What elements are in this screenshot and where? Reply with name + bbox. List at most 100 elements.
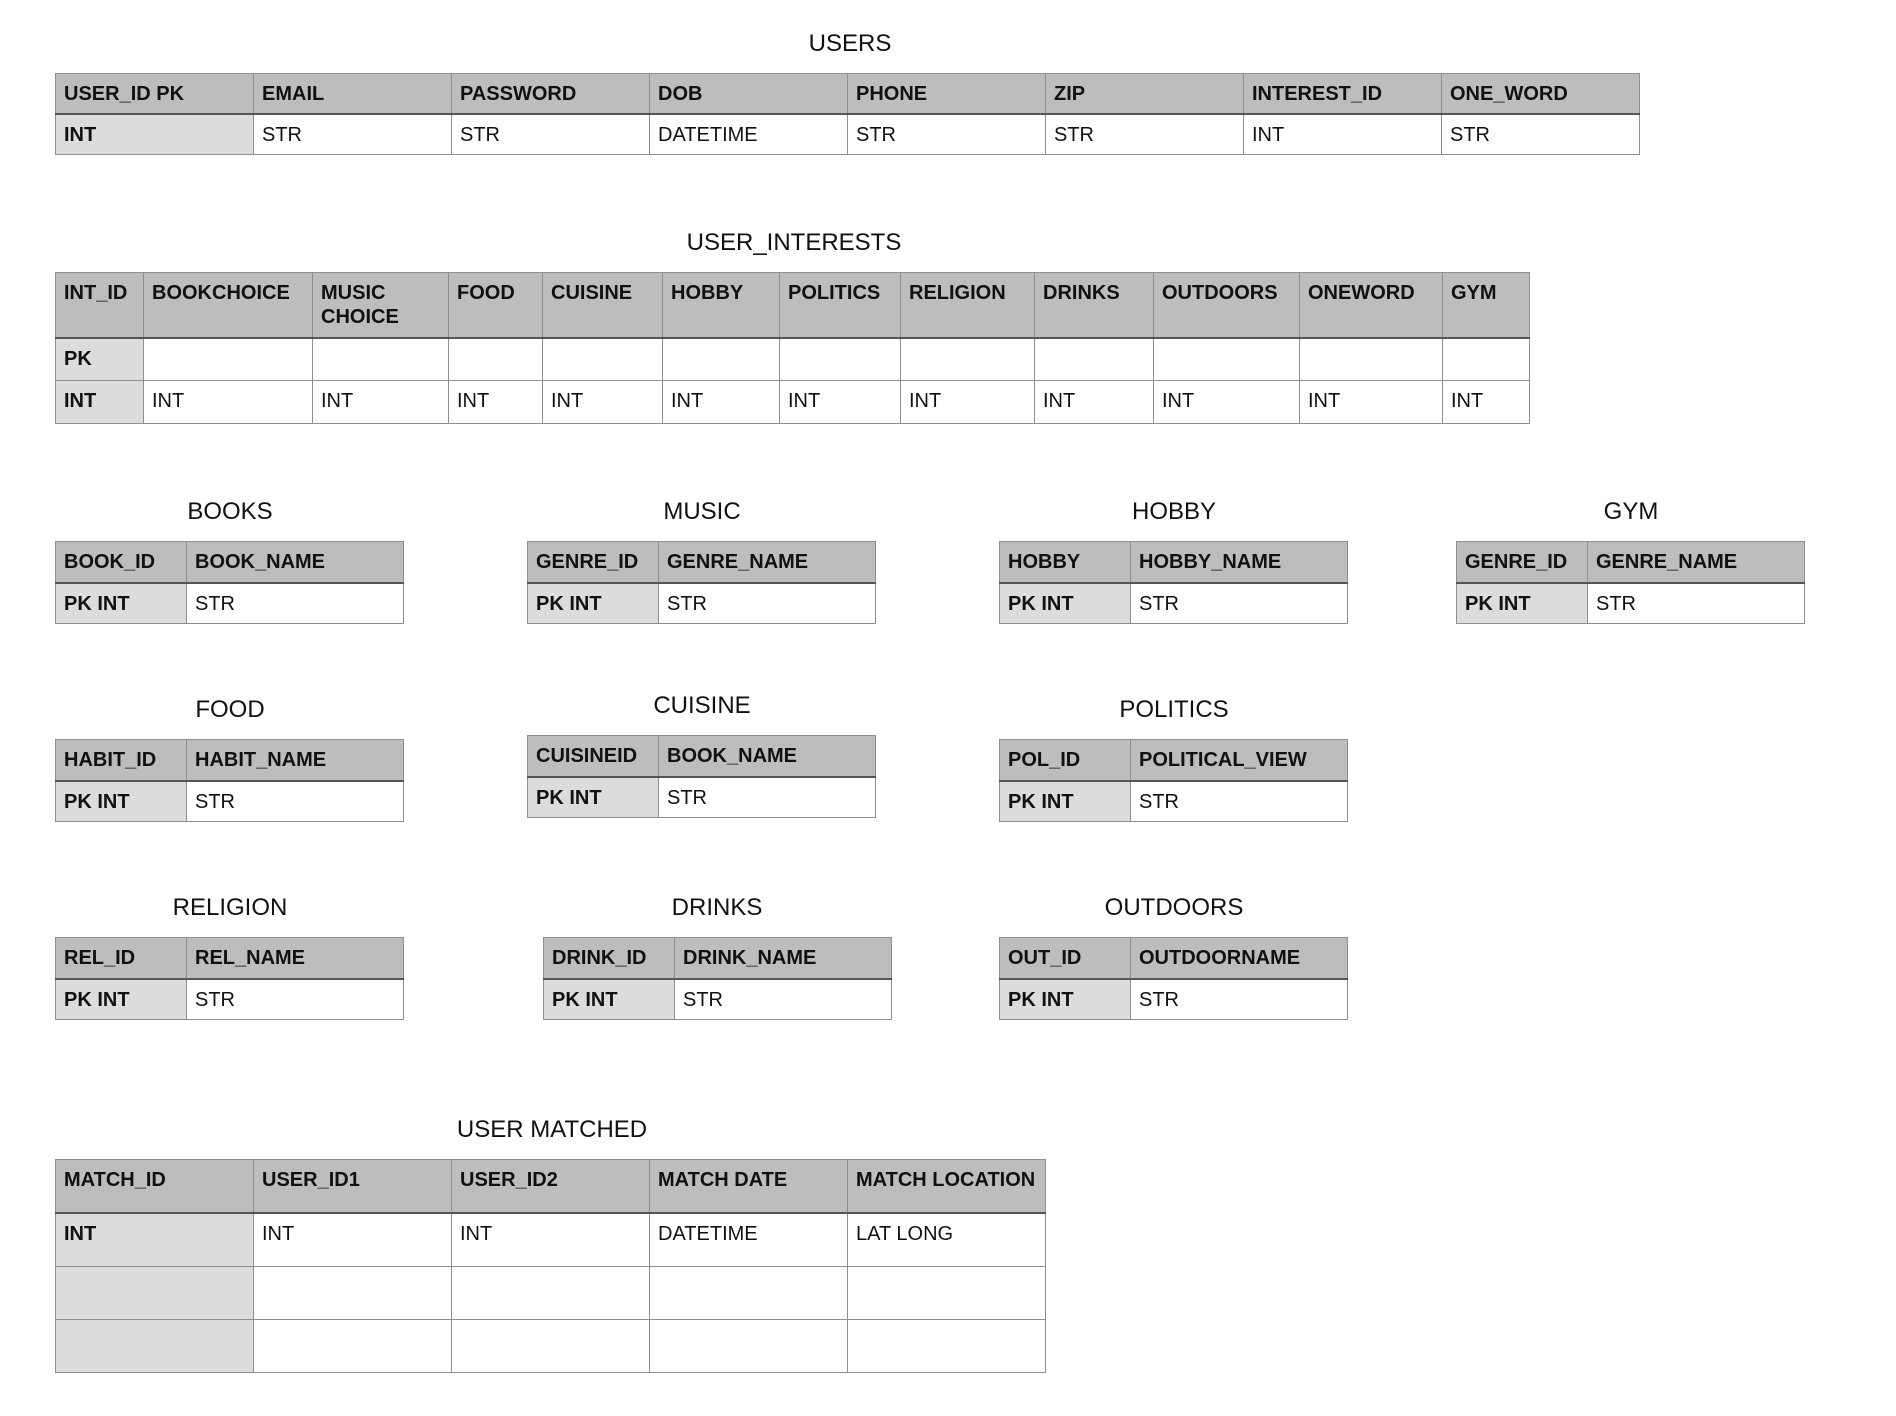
type-cell: STR — [1130, 978, 1348, 1020]
type-cell: INT — [1034, 380, 1154, 424]
column-header: EMAIL — [253, 73, 452, 115]
type-cell: DATETIME — [649, 113, 848, 155]
column-header: GENRE_ID — [1456, 541, 1588, 584]
column-header: DRINKS — [1034, 272, 1154, 339]
type-cell — [649, 1319, 848, 1373]
column-header: BOOK_ID — [55, 541, 187, 584]
type-cell: STR — [253, 113, 452, 155]
key-type-cell: PK — [55, 337, 144, 381]
column-header: DRINK_ID — [543, 937, 675, 980]
type-cell — [1153, 337, 1300, 381]
books-table-title: BOOKS — [187, 498, 273, 525]
key-type-cell: PK INT — [527, 776, 659, 818]
hobby-table-title: HOBBY — [1131, 498, 1217, 525]
column-header: HOBBY_NAME — [1130, 541, 1348, 584]
column-header: INTEREST_ID — [1243, 73, 1442, 115]
column-header: BOOK_NAME — [658, 735, 876, 778]
column-header: DRINK_NAME — [674, 937, 892, 980]
type-cell: INT — [900, 380, 1035, 424]
type-cell: INT — [1153, 380, 1300, 424]
type-cell — [448, 337, 543, 381]
column-header: MUSIC CHOICE — [312, 272, 449, 339]
food-table-title: FOOD — [195, 696, 265, 723]
key-type-cell: PK INT — [543, 978, 675, 1020]
type-cell: DATETIME — [649, 1212, 848, 1267]
type-cell — [649, 1266, 848, 1320]
column-header: REL_ID — [55, 937, 187, 980]
column-header: ONEWORD — [1299, 272, 1443, 339]
column-header: BOOKCHOICE — [143, 272, 313, 339]
type-cell: INT — [312, 380, 449, 424]
type-cell: STR — [186, 582, 404, 624]
cuisine-table-title: CUISINE — [653, 692, 751, 719]
outdoors-table-title: OUTDOORS — [1104, 894, 1244, 921]
column-header: MATCH DATE — [649, 1159, 848, 1214]
column-header: OUTDOORNAME — [1130, 937, 1348, 980]
gym-table-title: GYM — [1603, 498, 1659, 525]
type-cell: INT — [662, 380, 780, 424]
column-header: REL_NAME — [186, 937, 404, 980]
type-cell: INT — [451, 1212, 650, 1267]
type-cell: INT — [143, 380, 313, 424]
column-header: BOOK_NAME — [186, 541, 404, 584]
type-cell: INT — [542, 380, 663, 424]
user-interests-table-title: USER_INTERESTS — [686, 229, 902, 256]
column-header: USER_ID PK — [55, 73, 254, 115]
column-header: GENRE_ID — [527, 541, 659, 584]
user-matched-table-title: USER MATCHED — [456, 1116, 648, 1143]
column-header: ONE_WORD — [1441, 73, 1640, 115]
column-header: GYM — [1442, 272, 1530, 339]
type-cell: STR — [1130, 780, 1348, 822]
column-header: USER_ID2 — [451, 1159, 650, 1214]
column-header: HOBBY — [999, 541, 1131, 584]
table-row: PK — [55, 337, 1530, 381]
column-header: RELIGION — [900, 272, 1035, 339]
type-cell: INT — [448, 380, 543, 424]
type-cell: INT — [1442, 380, 1530, 424]
column-header: CUISINEID — [527, 735, 659, 778]
type-cell: INT — [779, 380, 901, 424]
type-cell — [451, 1319, 650, 1373]
type-cell — [312, 337, 449, 381]
type-cell: STR — [847, 113, 1046, 155]
key-type-cell: PK INT — [999, 582, 1131, 624]
key-type-cell: PK INT — [999, 978, 1131, 1020]
religion-table-title: RELIGION — [172, 894, 288, 921]
column-header: ZIP — [1045, 73, 1244, 115]
music-table-title: MUSIC — [663, 498, 741, 525]
type-cell — [542, 337, 663, 381]
type-cell: STR — [186, 780, 404, 822]
